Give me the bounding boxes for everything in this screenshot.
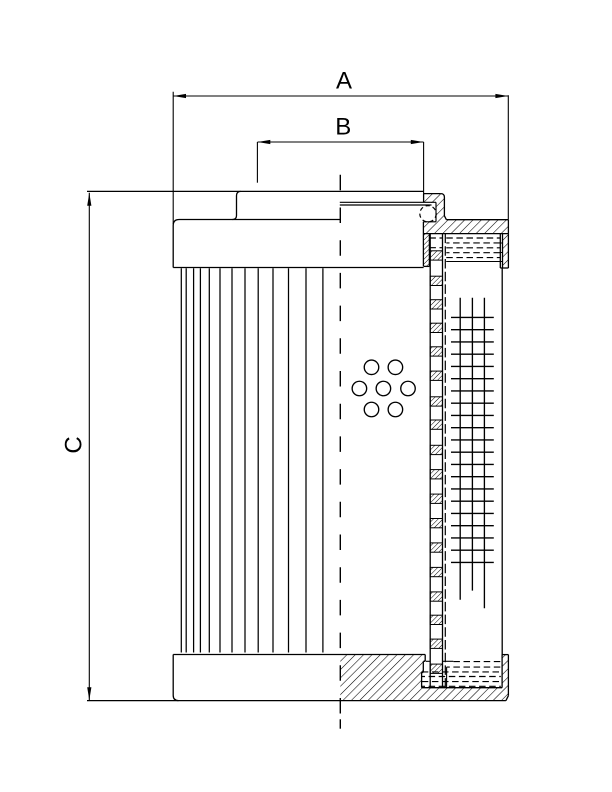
svg-text:B: B — [335, 114, 351, 141]
svg-text:A: A — [336, 68, 352, 95]
svg-text:C: C — [61, 436, 88, 453]
